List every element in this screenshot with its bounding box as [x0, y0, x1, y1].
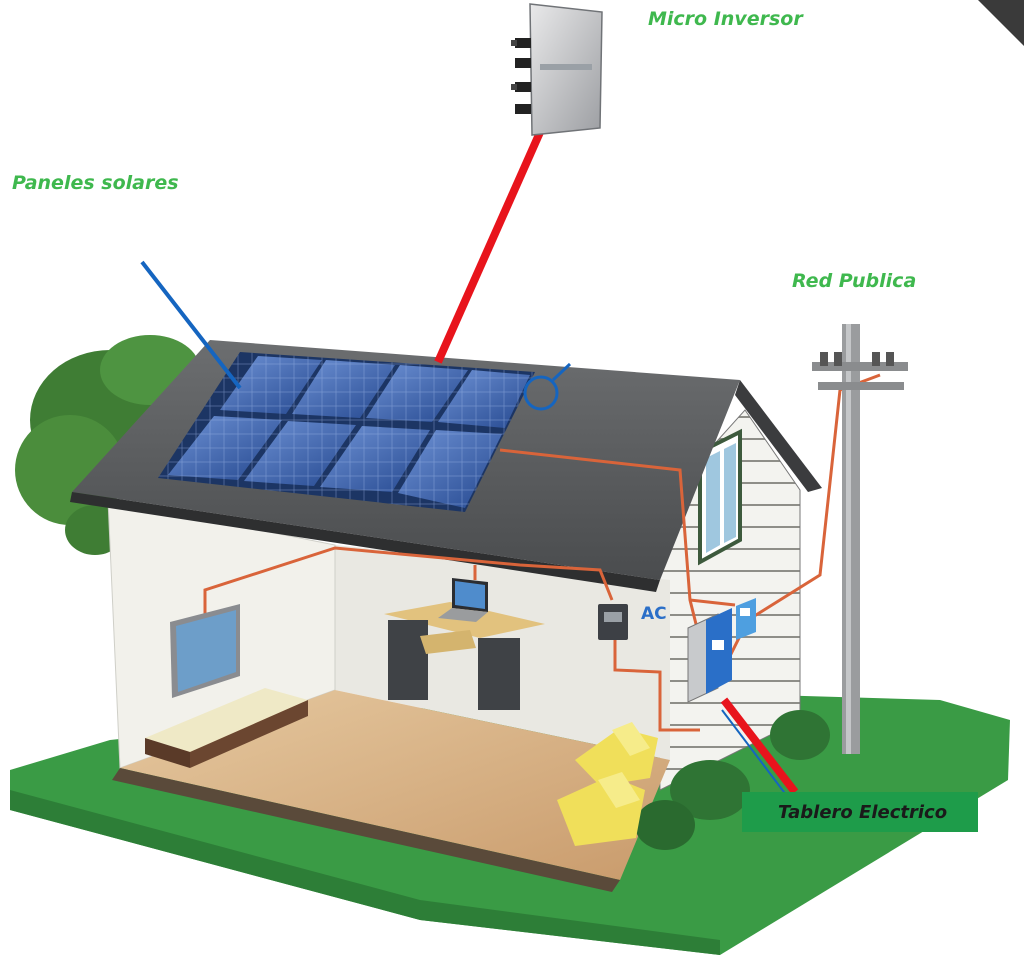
- bushes: [635, 710, 830, 850]
- meter-icon: [598, 604, 628, 640]
- inverter-location-marker: [523, 375, 559, 411]
- roof-edge: [70, 492, 660, 592]
- corner-decoration: [978, 0, 1024, 46]
- electrical-panel-icon: [687, 598, 756, 703]
- label-ac: AC: [641, 604, 667, 624]
- grass-shadow: [10, 790, 720, 955]
- tablero-pointer: [720, 697, 799, 795]
- bench-icon: [145, 688, 308, 768]
- micro-inverter-pointer: [434, 128, 545, 364]
- desk-icon: [384, 602, 545, 710]
- label-red-publica: Red Publica: [792, 270, 917, 292]
- laptop-icon: [438, 578, 488, 622]
- tv-icon: [170, 604, 240, 698]
- micro-inverter-icon: [511, 3, 603, 136]
- tablero-label-background: [742, 792, 978, 832]
- panels-pointer: [140, 260, 242, 390]
- solar-panels: [158, 352, 535, 512]
- window-icon: [698, 428, 742, 566]
- utility-pole-icon: [812, 324, 908, 754]
- label-paneles-solares: Paneles solares: [12, 172, 179, 194]
- label-micro-inversor: Micro Inversor: [648, 8, 803, 30]
- label-tablero-electrico: Tablero Electrico: [778, 802, 948, 823]
- roof-gable: [735, 380, 822, 492]
- armchair-icon: [557, 722, 658, 846]
